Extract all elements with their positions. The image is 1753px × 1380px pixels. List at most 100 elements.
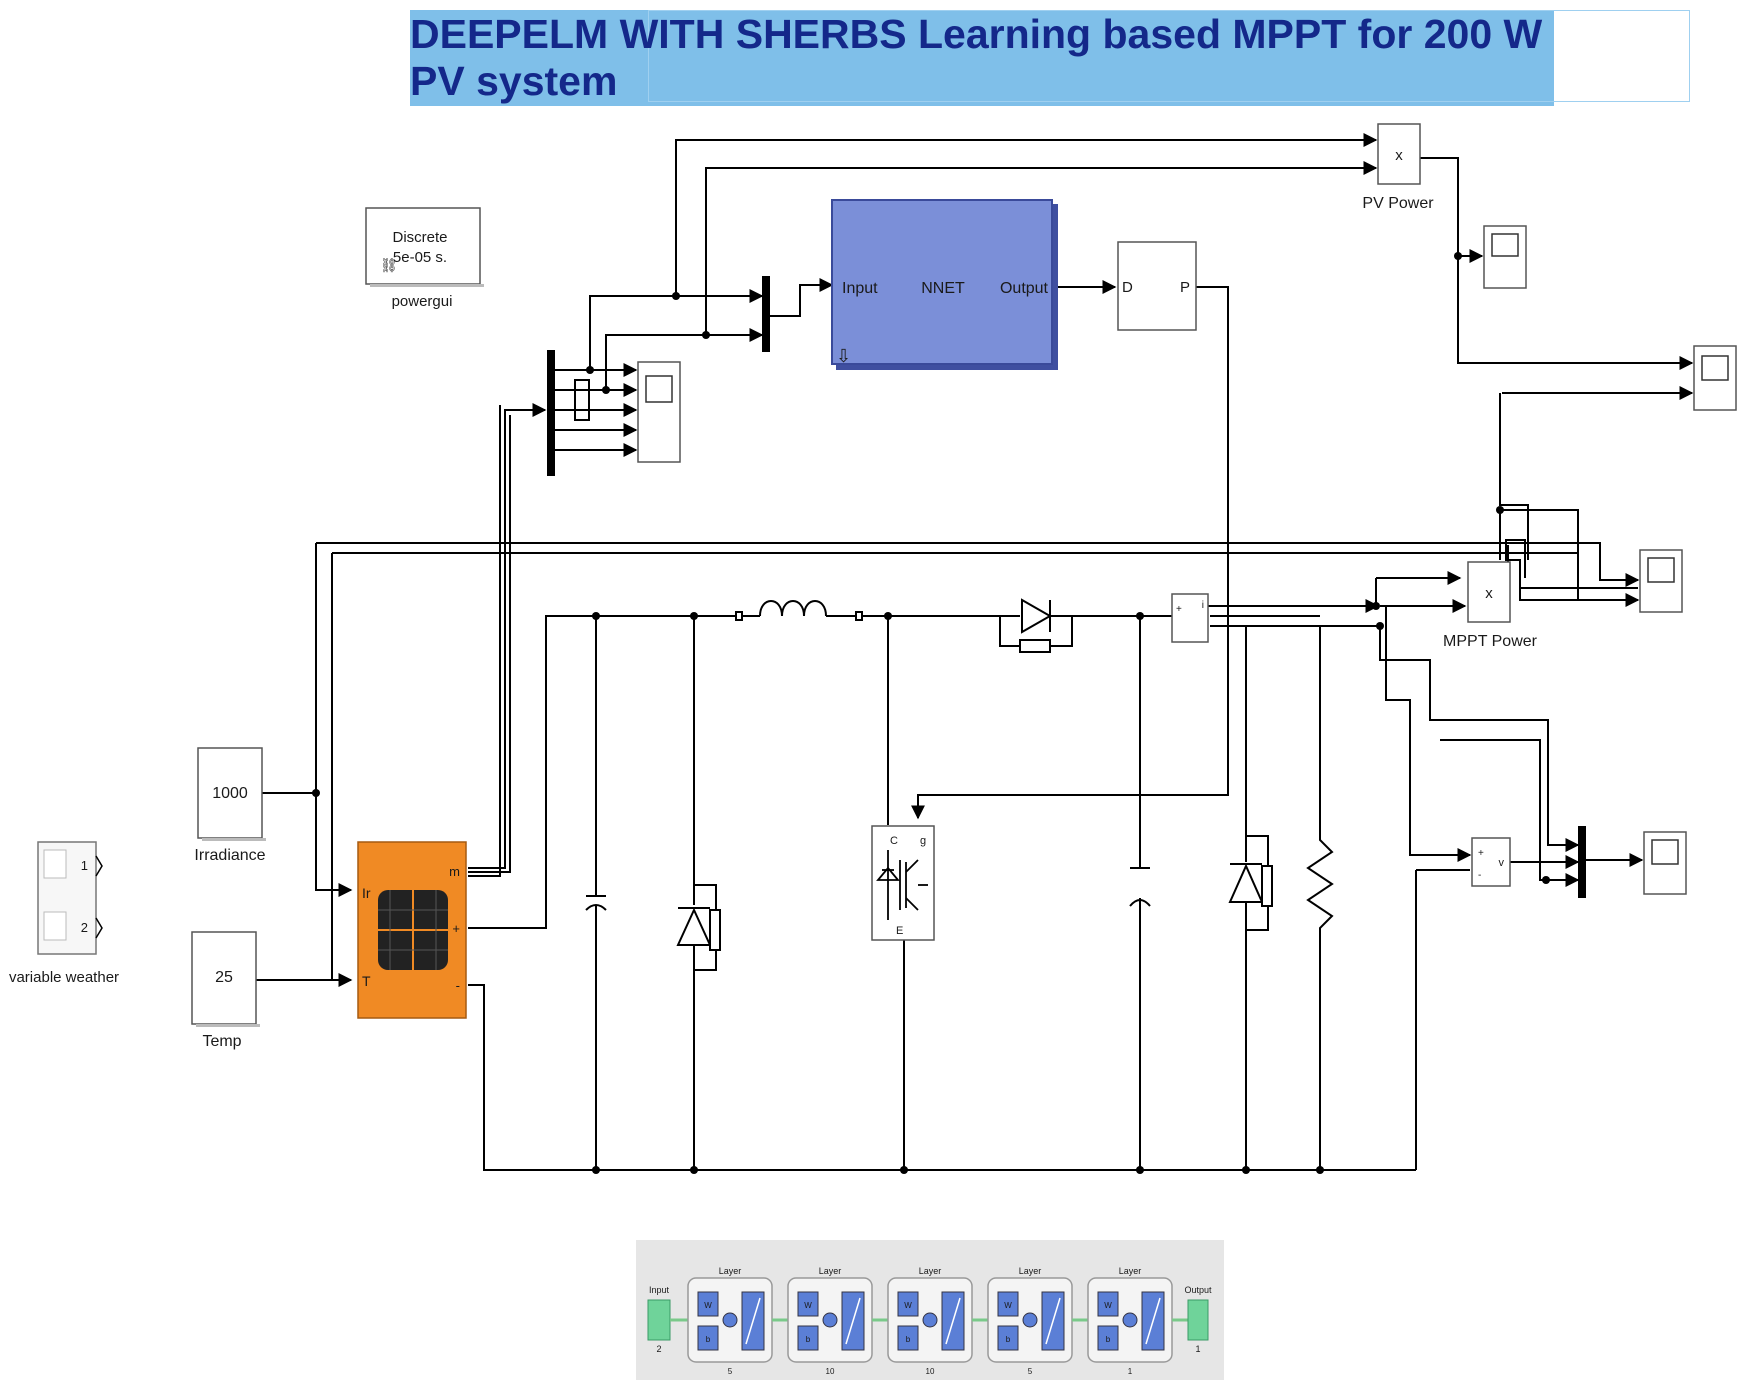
output-mux[interactable] [1578, 826, 1586, 898]
imeas-plus: + [1176, 604, 1182, 615]
igbt-switch[interactable]: C g E [871, 825, 935, 941]
vmeas-plus: + [1478, 848, 1484, 859]
nn-bias-label: b [1106, 1335, 1111, 1344]
mppt-power-product-block[interactable]: x MPPT Power [1443, 561, 1538, 650]
temp-value: 25 [215, 969, 233, 986]
series-diode [999, 598, 1073, 653]
link-icon: ⛓ [380, 257, 398, 273]
irradiance-value: 1000 [212, 785, 248, 802]
nn-layer-size: 10 [926, 1367, 935, 1376]
diode-1 [676, 870, 721, 990]
nn-output-box: Output 1 [1184, 1285, 1212, 1354]
nn-layer-size: 1 [1128, 1367, 1133, 1376]
pv-array-block[interactable]: Ir T m + - [357, 841, 467, 1019]
pv-power-product-block[interactable]: x PV Power [1362, 123, 1434, 212]
vmeas-minus: - [1478, 870, 1481, 881]
scope-demux[interactable] [637, 361, 681, 463]
powergui-label: powergui [392, 293, 453, 310]
scope-pv-power[interactable] [1483, 225, 1527, 289]
nn-input-size: 2 [656, 1344, 661, 1354]
nn-layer-label: Layer [819, 1266, 842, 1276]
title-banner [410, 10, 1554, 106]
nnet-output-label: Output [1000, 280, 1049, 297]
dp-d-port: D [1122, 279, 1133, 296]
nn-layer-size: 5 [1028, 1367, 1033, 1376]
temp-label: Temp [202, 1033, 241, 1050]
power-circuit-wires [468, 615, 1416, 1171]
nn-output-size: 1 [1195, 1344, 1200, 1354]
pv-port-t: T [362, 973, 371, 989]
dp-block[interactable]: D P [1117, 241, 1197, 331]
igbt-g-port: g [920, 835, 926, 847]
nn-weight-label: W [804, 1301, 812, 1310]
nn-layer-size: 10 [826, 1367, 835, 1376]
mppt-power-label: MPPT Power [1443, 633, 1538, 650]
junction-dots [312, 252, 1550, 1174]
powergui-line2: 5e-05 s. [393, 249, 447, 266]
pv-port-plus: + [452, 921, 460, 936]
solar-panel-icon [378, 890, 448, 970]
nnet-name-label: NNET [921, 280, 965, 297]
nn-bias-label: b [806, 1335, 811, 1344]
nn-weight-label: W [1104, 1301, 1112, 1310]
nn-weight-label: W [704, 1301, 712, 1310]
nn-layer-label: Layer [1019, 1266, 1042, 1276]
nn-bias-label: b [706, 1335, 711, 1344]
nn-layer-label: Layer [919, 1266, 942, 1276]
igbt-icon [876, 850, 928, 920]
diagram-title: DEEPELM WITH SHERBS Learning based MPPT … [410, 11, 1543, 104]
dp-p-port: P [1180, 279, 1190, 296]
nn-layer-size: 5 [728, 1367, 733, 1376]
nnet-input-label: Input [842, 280, 878, 297]
irradiance-label: Irradiance [194, 847, 265, 864]
irradiance-constant-block[interactable]: 1000 Irradiance [194, 747, 266, 864]
load-resistor [1306, 800, 1334, 965]
nn-output-label: Output [1184, 1285, 1212, 1295]
inductor [735, 600, 863, 621]
igbt-e-port: E [896, 925, 903, 937]
temp-constant-block[interactable]: 25 Temp [191, 931, 260, 1050]
variable-weather-label: variable weather [9, 969, 119, 986]
weather-port-1: 1 [81, 858, 88, 873]
down-arrow-icon: ⇩ [836, 346, 851, 366]
igbt-c-port: C [890, 835, 898, 847]
output-capacitor [1129, 800, 1151, 960]
title-banner-frame [648, 10, 1690, 102]
powergui-block[interactable]: Discrete 5e-05 s. ⛓ powergui [365, 207, 484, 310]
nn-weight-label: W [1004, 1301, 1012, 1310]
vmeas-v: v [1499, 857, 1505, 869]
voltage-measurement-block[interactable]: + - v [1471, 837, 1511, 887]
nnet-block[interactable]: Input NNET Output ⇩ [831, 199, 1058, 370]
nn-weight-label: W [904, 1301, 912, 1310]
scope-output[interactable] [1643, 831, 1687, 895]
pv-port-minus: - [456, 978, 460, 993]
pv-product-symbol: x [1395, 147, 1403, 164]
pv-signal-demux[interactable] [547, 350, 555, 476]
weather-port-2: 2 [81, 920, 88, 935]
variable-weather-block[interactable]: 1 2 variable weather [9, 841, 119, 986]
nn-architecture-diagram: Input 2 LayerWb5LayerWb10LayerWb10LayerW… [636, 1240, 1224, 1380]
pv-port-m: m [449, 864, 460, 879]
current-measurement-block[interactable]: + i [1171, 593, 1209, 643]
nn-input-label: Input [649, 1285, 670, 1295]
diode-2 [1228, 800, 1273, 945]
nn-layer-label: Layer [719, 1266, 742, 1276]
imeas-i: i [1202, 600, 1204, 611]
signal-wires [256, 133, 1694, 1170]
scope-power-compare[interactable] [1693, 345, 1737, 411]
nn-layer-label: Layer [1119, 1266, 1142, 1276]
pv-power-label: PV Power [1362, 195, 1434, 212]
nn-input-mux[interactable] [762, 276, 770, 352]
mppt-product-symbol: x [1485, 585, 1493, 602]
input-capacitor [585, 855, 607, 945]
scope-weather[interactable] [1639, 549, 1683, 613]
nn-bias-label: b [906, 1335, 911, 1344]
pv-port-ir: Ir [362, 885, 371, 901]
nn-bias-label: b [1006, 1335, 1011, 1344]
